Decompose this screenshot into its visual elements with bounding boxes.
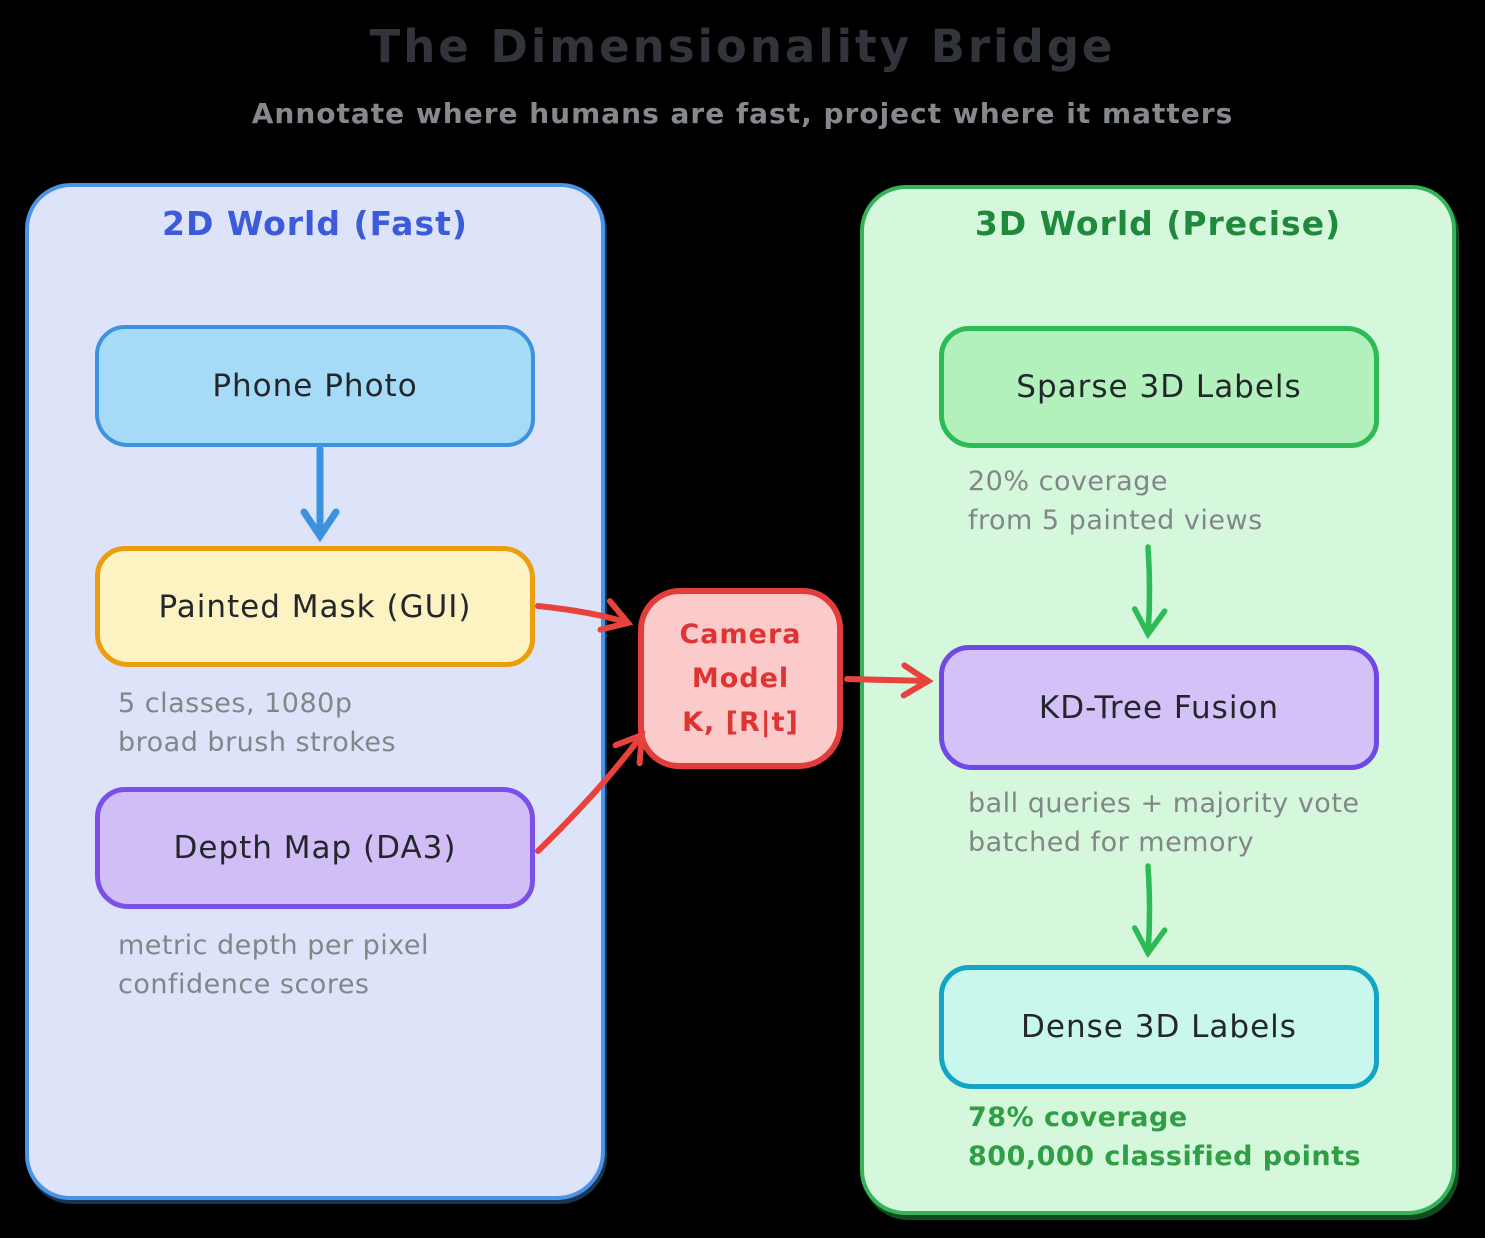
node-phone-photo-label: Phone Photo	[212, 368, 418, 404]
diagram-title: The Dimensionality Bridge	[369, 20, 1116, 73]
node-painted-mask-label: Painted Mask (GUI)	[158, 588, 472, 625]
note-kdtree-method: ball queries + majority vote batched for…	[968, 784, 1360, 862]
note-painted-mask: 5 classes, 1080p broad brush strokes	[118, 684, 396, 762]
note-sparse-coverage: 20% coverage from 5 painted views	[968, 462, 1263, 540]
node-painted-mask: Painted Mask (GUI)	[95, 546, 535, 667]
camera-model-label-line-1: Camera	[679, 618, 802, 650]
camera-model-label-line-2: Model	[691, 662, 790, 694]
note-sparse-coverage-line-1: 20% coverage	[968, 466, 1168, 497]
node-kd-tree-fusion: KD-Tree Fusion	[939, 645, 1379, 770]
note-kdtree-method-line-2: batched for memory	[968, 827, 1255, 858]
note-dense-coverage-line-1: 78% coverage	[968, 1102, 1188, 1133]
node-sparse-3d-labels: Sparse 3D Labels	[939, 326, 1379, 448]
node-phone-photo: Phone Photo	[95, 325, 535, 447]
node-camera-model: Camera Model K, [R|t]	[638, 588, 843, 769]
node-depth-map-label: Depth Map (DA3)	[173, 830, 457, 866]
note-depth-map: metric depth per pixel confidence scores	[118, 926, 429, 1004]
note-dense-coverage: 78% coverage 800,000 classified points	[968, 1098, 1361, 1176]
node-dense-3d-labels: Dense 3D Labels	[939, 965, 1379, 1089]
diagram-subtitle: Annotate where humans are fast, project …	[251, 97, 1234, 130]
node-kd-tree-fusion-label: KD-Tree Fusion	[1038, 689, 1280, 726]
panel-3d-world-title: 3D World (Precise)	[974, 204, 1342, 243]
node-sparse-3d-labels-label: Sparse 3D Labels	[1016, 369, 1302, 405]
node-dense-3d-labels-label: Dense 3D Labels	[1021, 1009, 1297, 1045]
note-dense-coverage-line-2: 800,000 classified points	[968, 1141, 1362, 1172]
note-painted-mask-line-1: 5 classes, 1080p	[118, 688, 353, 719]
camera-model-label-line-3: K, [R|t]	[682, 706, 799, 738]
note-depth-map-line-2: confidence scores	[118, 969, 370, 1000]
note-depth-map-line-1: metric depth per pixel	[118, 930, 430, 961]
note-sparse-coverage-line-2: from 5 painted views	[968, 505, 1263, 536]
node-depth-map: Depth Map (DA3)	[95, 787, 535, 909]
note-painted-mask-line-2: broad brush strokes	[118, 727, 397, 758]
panel-2d-world-title: 2D World (Fast)	[162, 204, 468, 243]
note-kdtree-method-line-1: ball queries + majority vote	[968, 788, 1360, 819]
